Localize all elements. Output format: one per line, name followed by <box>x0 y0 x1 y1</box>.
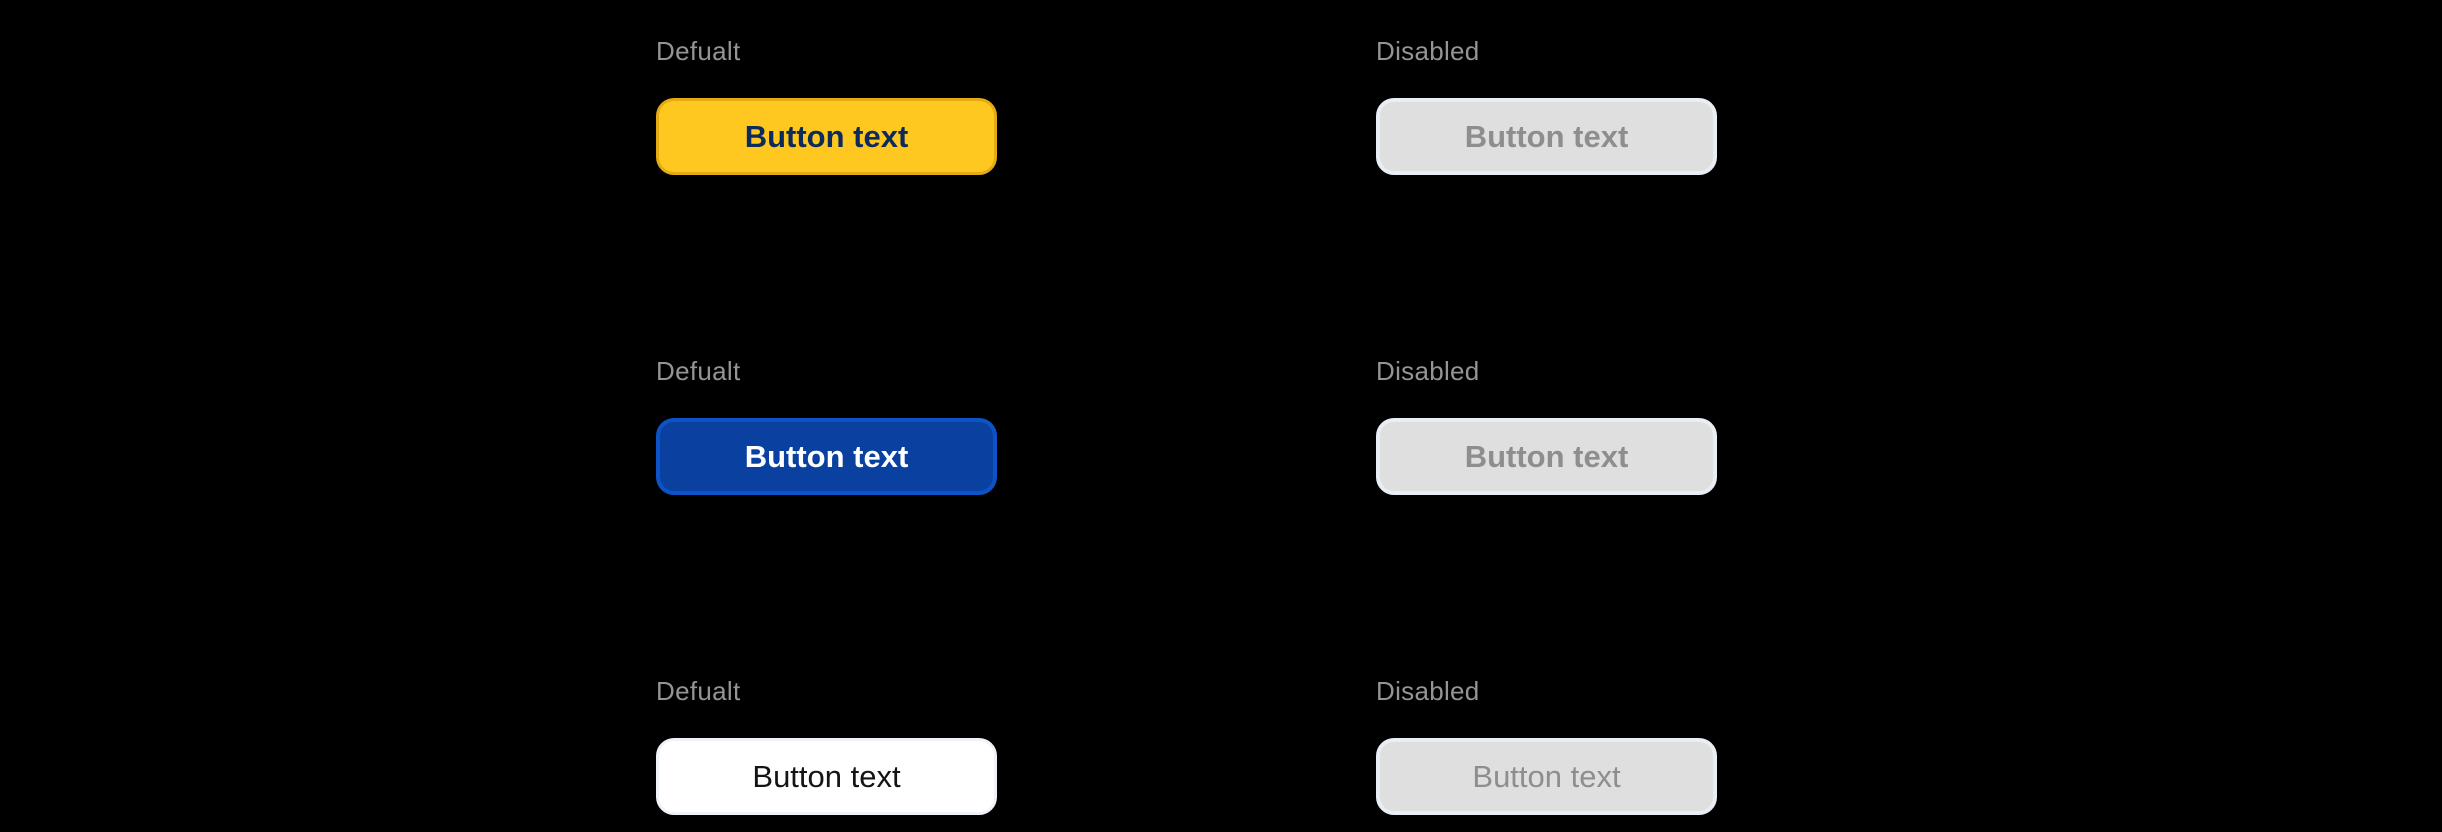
blue-button-disabled-label: Button text <box>1464 438 1629 474</box>
blue-default-state-label: Defualt <box>656 356 741 386</box>
white-button-disabled: Button text <box>1376 738 1717 815</box>
yellow-default-state-label: Defualt <box>656 36 741 66</box>
white-button-default-label: Button text <box>752 758 901 794</box>
white-button-disabled-label: Button text <box>1472 758 1621 794</box>
white-default-state-label: Defualt <box>656 676 741 706</box>
yellow-button-default[interactable]: Button text <box>656 98 997 175</box>
blue-button-default[interactable]: Button text <box>656 418 997 495</box>
blue-disabled-state-label: Disabled <box>1376 356 1480 386</box>
yellow-disabled-state-label: Disabled <box>1376 36 1480 66</box>
white-button-default[interactable]: Button text <box>656 738 997 815</box>
yellow-button-disabled: Button text <box>1376 98 1717 175</box>
yellow-button-disabled-label: Button text <box>1464 118 1629 154</box>
yellow-button-default-label: Button text <box>744 118 909 154</box>
blue-button-disabled: Button text <box>1376 418 1717 495</box>
white-disabled-state-label: Disabled <box>1376 676 1480 706</box>
blue-button-default-label: Button text <box>744 438 909 474</box>
